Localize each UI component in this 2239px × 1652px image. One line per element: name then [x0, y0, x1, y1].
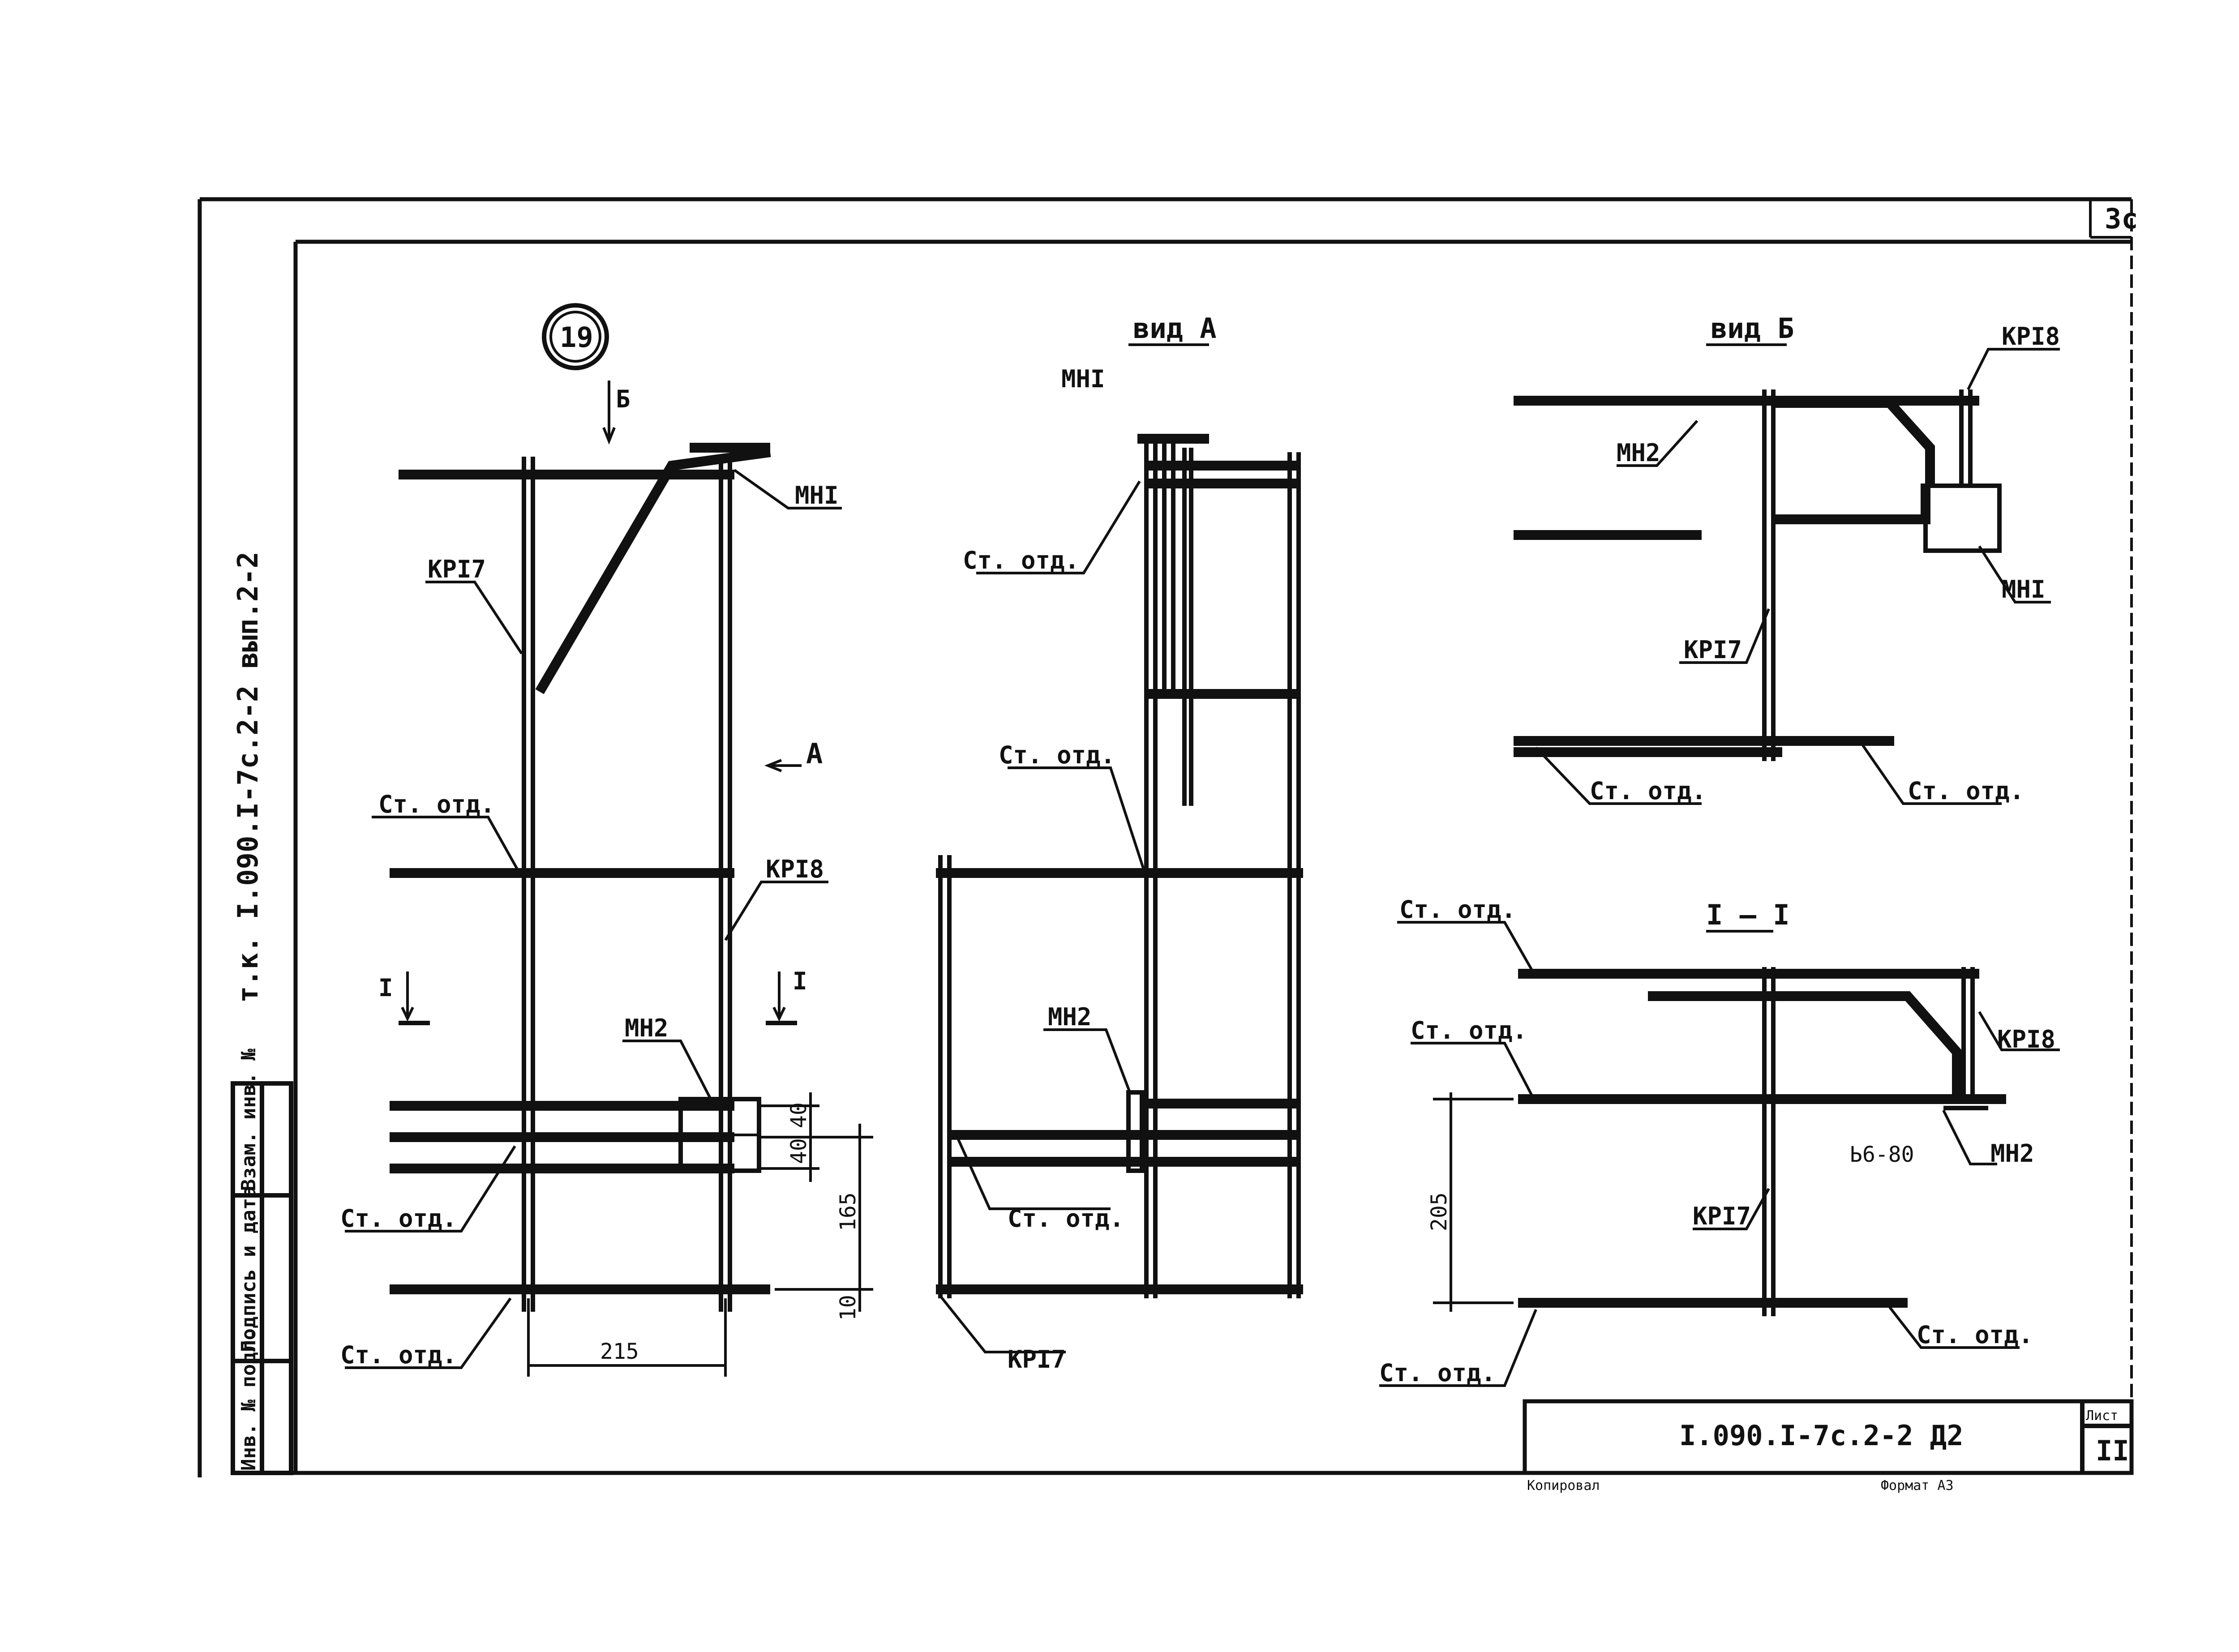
main-label-kr18: КРI8 [766, 855, 824, 883]
stamp-col-1: Инв. № подл. [237, 1328, 260, 1471]
copied-label: Копировал [1527, 1478, 1600, 1494]
main-dim-h3: 165 [836, 1192, 861, 1231]
main-view [345, 381, 873, 1377]
section-dim-height: 205 [1427, 1192, 1452, 1231]
view-b-title: вид Б [1711, 312, 1794, 345]
section-label-st4: Ст. отд. [1379, 1359, 1496, 1387]
section-label-mn2: МН2 [1990, 1139, 2034, 1168]
format-label: Формат А3 [1881, 1478, 1954, 1494]
main-dim-h4: 10 [836, 1295, 861, 1321]
view-a-label-st3: Ст. отд. [1008, 1204, 1124, 1233]
view-a-label-mn2: МН2 [1048, 1003, 1092, 1031]
main-dim-h1: 40 [786, 1102, 811, 1128]
view-b-label-st2: Ст. отд. [1908, 777, 2024, 805]
view-b-label-st1: Ст. отд. [1590, 777, 1706, 805]
section-label-st2: Ст. отд. [1411, 1016, 1527, 1044]
view-b [1514, 348, 2060, 805]
section-label-st1: Ст. отд. [1399, 895, 1516, 924]
view-a-label-st2: Ст. отд. [999, 741, 1115, 769]
stamp-col-3: Взам. инв. № [237, 1049, 260, 1191]
view-a-title: вид А [1133, 312, 1217, 345]
view-a-label-kr17: КРI7 [1008, 1345, 1066, 1374]
main-label-st2: Ст. отд. [340, 1204, 457, 1233]
side-code: т.к. I.090.I-7с.2-2 вып.2-2 [232, 552, 264, 1003]
section-title: I — I [1706, 899, 1790, 931]
view-a-label-st1: Ст. отд. [963, 546, 1079, 574]
main-mark-b: Б [616, 385, 631, 413]
view-b-label-mn1: МНI [2002, 575, 2046, 603]
main-mark-a: А [806, 737, 823, 770]
left-stamp [231, 1081, 293, 1475]
section-label-kr18: КРI8 [1997, 1025, 2055, 1053]
section-label-kr17: КРI7 [1693, 1202, 1751, 1230]
view-a-label-mn1: МНI [1061, 365, 1105, 393]
main-dim-h2: 40 [786, 1138, 811, 1164]
sheet-number: II [2096, 1434, 2129, 1467]
title-block [1523, 1399, 2134, 1475]
main-label-st1: Ст. отд. [378, 790, 495, 818]
view-b-label-mn2: МН2 [1617, 439, 1660, 467]
main-label-kr17: КРI7 [428, 555, 486, 583]
detail-number: 19 [560, 321, 593, 354]
corner-mark: 3с [2105, 202, 2138, 235]
main-label-st3: Ст. отд. [340, 1341, 457, 1369]
section-label-st3: Ст. отд. [1917, 1321, 2033, 1349]
view-b-label-kr17: КРI7 [1684, 636, 1742, 664]
section-view [1379, 921, 2060, 1387]
main-label-mn2: МН2 [625, 1014, 669, 1042]
designation: I.090.I-7с.2-2 Д2 [1679, 1419, 1964, 1452]
view-a [936, 434, 1303, 1353]
main-mark-i-left: I [378, 974, 393, 1002]
detail-number-circle [542, 303, 609, 370]
section-label-weld: Ь6-80 [1849, 1142, 1914, 1167]
sheet-label: Лист [2086, 1408, 2118, 1424]
main-mark-i-right: I [793, 967, 807, 995]
sheet-frame [197, 197, 2133, 1477]
stamp-col-2: Подпись и дата [237, 1186, 260, 1352]
view-b-label-kr18: КРI8 [2002, 322, 2060, 351]
main-label-mn1: МНI [795, 481, 839, 509]
main-dim-width: 215 [600, 1339, 639, 1364]
